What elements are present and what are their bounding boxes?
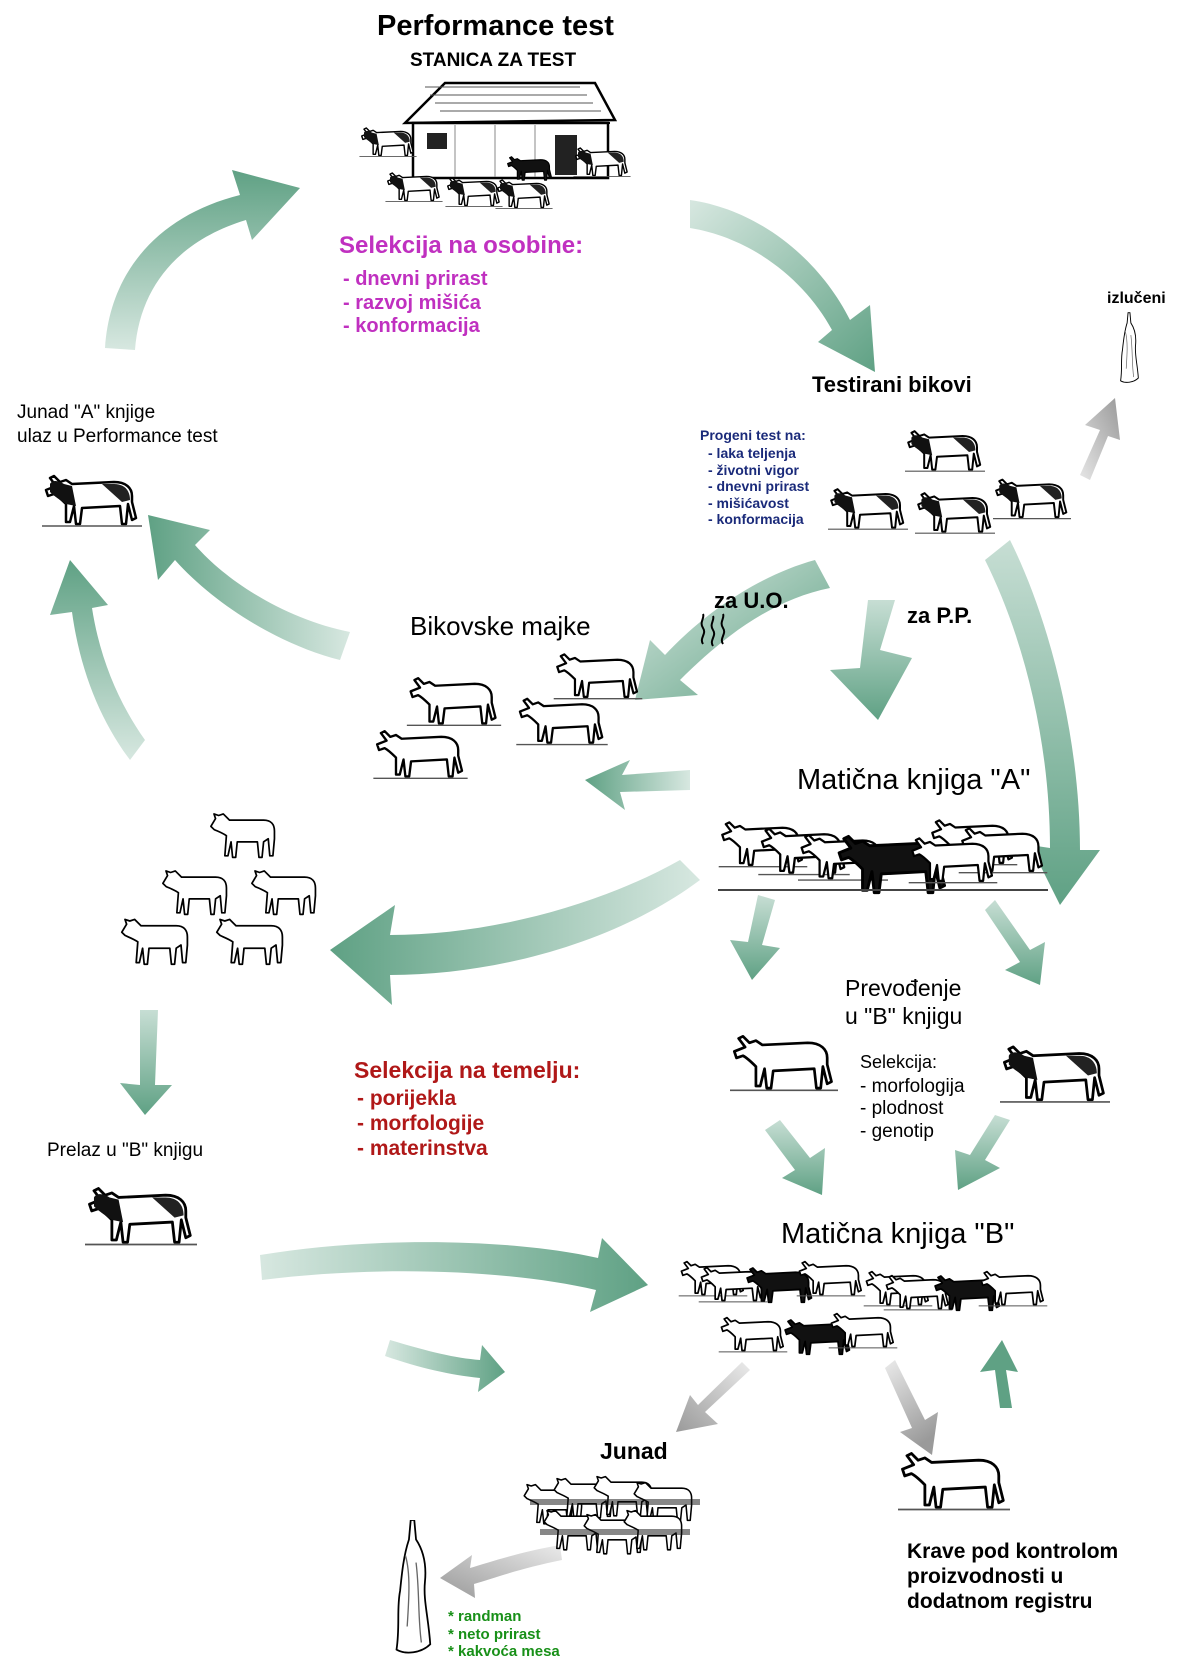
list-item: - plodnost — [860, 1098, 944, 1120]
bull-icon — [85, 1172, 197, 1252]
herdbook-a-title: Matična knjiga "A" — [797, 764, 1031, 796]
herd-icon — [718, 819, 1048, 895]
arrow-herdbook-a-to-flock — [330, 860, 700, 1005]
cow-icon — [512, 686, 612, 750]
arrow-young-to-performance — [105, 170, 300, 350]
carcass-icon — [1115, 310, 1143, 390]
list-item: - materinstva — [357, 1136, 488, 1160]
carcass-traits-list: * randman * neto prirast * kakvoća mesa — [448, 1608, 560, 1661]
cows-control-line: Krave pod kontrolom — [907, 1540, 1119, 1563]
bull-icon — [905, 420, 985, 476]
young-a-line1: Junad "A" knjige — [17, 402, 156, 423]
list-item: - konformacija — [343, 315, 480, 338]
transfer-line2: u "B" knjigu — [845, 1003, 963, 1029]
bull-icon — [828, 478, 908, 534]
barn-icon — [401, 81, 618, 180]
list-item: - porijekla — [357, 1087, 457, 1110]
calf-icon — [212, 905, 292, 969]
calf-icon — [117, 905, 197, 969]
herd-icon — [678, 1260, 1048, 1356]
cows-control-line: dodatnom registru — [907, 1589, 1093, 1613]
arrow-flock-to-young — [50, 560, 145, 760]
performance-selection-title: Selekcija na osobine: — [339, 232, 584, 259]
performance-selection-list: - dnevni prirast - razvoj mišića - konfo… — [343, 268, 487, 339]
cow-icon — [730, 1020, 838, 1098]
calf-icon — [205, 800, 285, 862]
list-item: - genotip — [860, 1120, 934, 1142]
selection-basis-list: - porijekla - morfologije - materinstva — [357, 1087, 488, 1161]
list-item: - konformacija — [708, 511, 804, 528]
za-pp-label: za P.P. — [907, 603, 973, 628]
bull-icon — [572, 140, 632, 180]
list-item: - morfologija — [860, 1076, 965, 1097]
transfer-line1: Prevođenje — [845, 975, 962, 1001]
excluded-label: izlučeni — [1107, 290, 1166, 307]
bull-mothers-title: Bikovske majke — [410, 611, 591, 641]
herd-icon — [523, 1475, 700, 1555]
bull-icon — [993, 468, 1071, 524]
arrow-tested-to-herdbook-a — [985, 540, 1100, 905]
za-uo-label: za U.O. — [714, 588, 789, 613]
list-item: * kakvoća mesa — [448, 1643, 560, 1661]
progeny-test-title: Progeni test na: — [700, 427, 806, 443]
arrow-cow-to-herdbook-b — [765, 1120, 825, 1195]
list-item: - morfologije — [357, 1111, 485, 1135]
selection-basis-title: Selekcija na temelju: — [354, 1057, 581, 1083]
arrow-uo-to-mothers — [635, 560, 830, 700]
cow-icon — [898, 1432, 1010, 1522]
arrow-transfer-b-to-herdbook-b — [260, 1238, 648, 1312]
arrow-bull-to-herdbook-b — [955, 1115, 1010, 1190]
bull-icon — [495, 172, 553, 212]
list-item: - dnevni prirast — [343, 268, 488, 290]
arrow-herdbook-a-to-bull — [985, 900, 1045, 985]
arrow-herdbook-b-to-junad — [676, 1362, 750, 1432]
progeny-test-list: - laka teljenja - životni vigor - dnevni… — [708, 445, 809, 528]
performance-subtitle: STANICA ZA TEST — [410, 50, 577, 71]
list-item: - dnevni prirast — [708, 478, 810, 495]
bull-icon — [1000, 1030, 1110, 1110]
arrow-to-junad — [385, 1340, 505, 1392]
arrow-tested-to-excluded — [1080, 398, 1120, 480]
junad-title: Junad — [600, 1438, 668, 1464]
young-a-line2: ulaz u Performance test — [17, 426, 218, 447]
arrow-flock-to-transfer-b — [120, 1010, 172, 1115]
cows-control-label: Krave pod kontrolom proizvodnosti u doda… — [907, 1540, 1118, 1614]
tested-bulls-title: Testirani bikovi — [812, 372, 972, 397]
arrow-mothers-to-young — [148, 515, 350, 660]
performance-title: Performance test — [377, 10, 614, 42]
list-item: - razvoj mišića — [343, 291, 481, 314]
cows-control-line: proizvodnosti u — [907, 1564, 1064, 1588]
transfer-selection-list: - morfologija - plodnost - genotip — [860, 1076, 965, 1143]
list-item: - mišićavost — [708, 494, 789, 511]
transfer-selection-title: Selekcija: — [860, 1052, 938, 1072]
arrow-pp-to-herdbook-a — [830, 600, 912, 720]
arrow-herdbook-a-to-cow — [730, 895, 780, 980]
list-item: - životni vigor — [708, 461, 799, 478]
list-item: - laka teljenja — [708, 445, 796, 461]
herdbook-b-title: Matična knjiga "B" — [781, 1218, 1015, 1250]
bull-icon — [358, 120, 418, 160]
steam-icon — [700, 613, 726, 647]
cow-icon — [368, 718, 473, 784]
arrow-junad-to-carcass — [440, 1545, 562, 1598]
bull-icon — [915, 482, 995, 538]
arrow-performance-to-tested — [690, 200, 875, 372]
carcass-icon — [385, 1520, 440, 1662]
transfer-b-label: Prelaz u "B" knjigu — [47, 1140, 204, 1161]
bull-icon — [42, 462, 142, 532]
arrow-cows-to-herdbook-b — [980, 1340, 1018, 1408]
list-item: * randman — [448, 1608, 522, 1625]
bull-icon — [385, 165, 443, 205]
arrow-herdbook-b-to-cows — [885, 1360, 938, 1455]
arrow-herdbook-a-to-mothers — [585, 760, 690, 810]
list-item: * neto prirast — [448, 1625, 541, 1643]
